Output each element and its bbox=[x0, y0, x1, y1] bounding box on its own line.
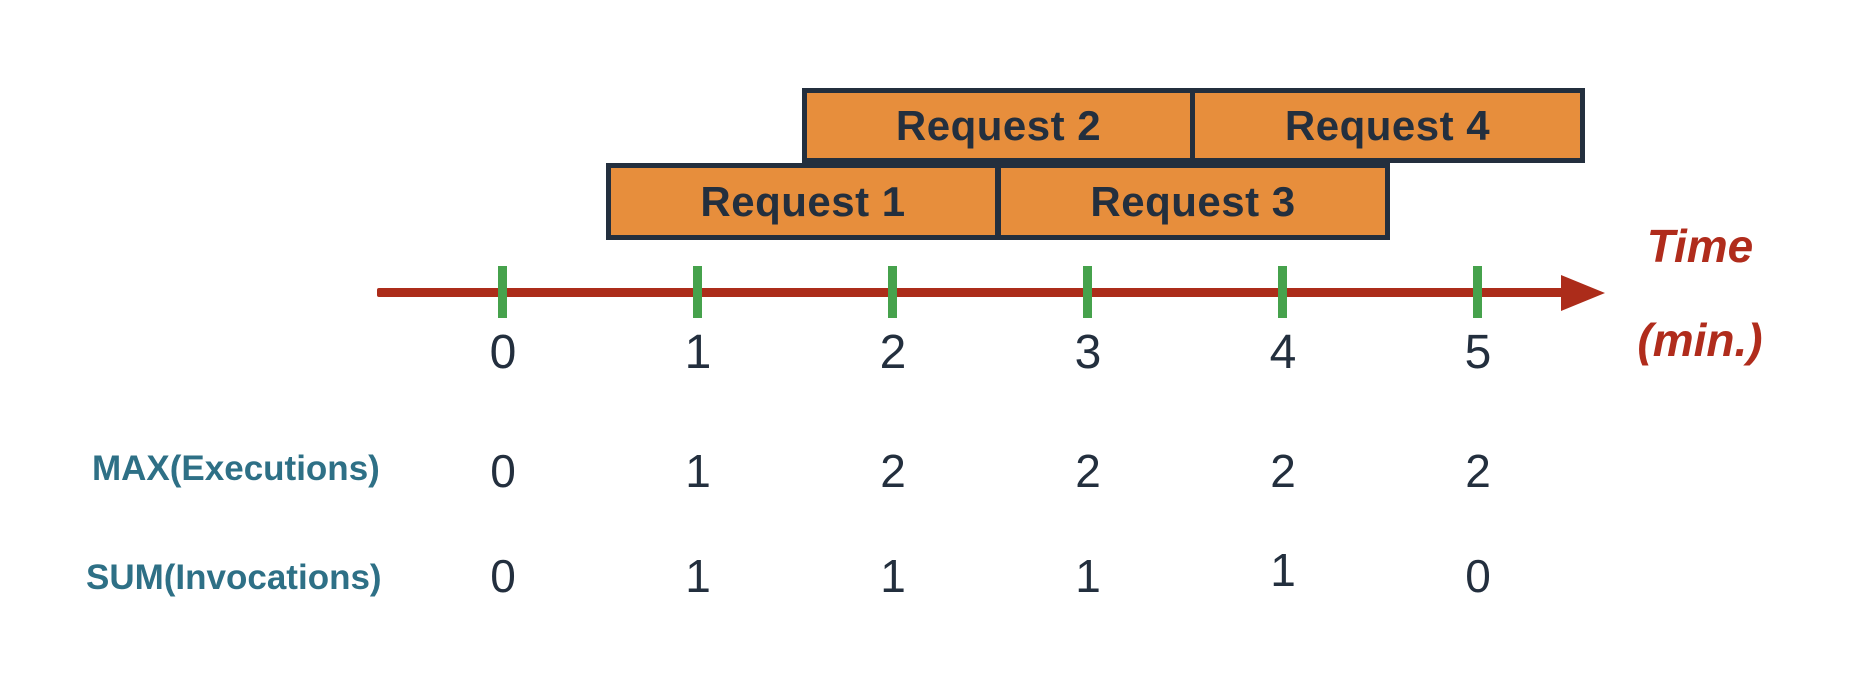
request-4-bar: Request 4 bbox=[1190, 88, 1585, 163]
sum-invocations-value-5: 0 bbox=[1465, 550, 1491, 602]
max-executions-value-4: 2 bbox=[1270, 445, 1296, 497]
tick-mark-0 bbox=[498, 266, 507, 318]
request-3-label: Request 3 bbox=[1090, 177, 1296, 225]
request-2-label: Request 2 bbox=[895, 101, 1102, 149]
max-executions-value-2: 2 bbox=[880, 445, 906, 497]
sum-invocations-value-2: 1 bbox=[880, 550, 906, 602]
sum-invocations-label: SUM(Invocations) bbox=[86, 558, 382, 597]
max-executions-value-1: 1 bbox=[685, 445, 711, 497]
request-1-label: Request 1 bbox=[700, 177, 906, 225]
request-3-bar: Request 3 bbox=[996, 163, 1390, 240]
tick-mark-5 bbox=[1473, 266, 1482, 318]
time-axis-unit: (min.) bbox=[1637, 314, 1763, 366]
time-axis-arrowhead-icon bbox=[1561, 275, 1605, 311]
sum-invocations-value-3: 1 bbox=[1075, 550, 1101, 602]
sum-invocations-value-1: 1 bbox=[685, 550, 711, 602]
sum-invocations-value-4: 1 bbox=[1270, 544, 1296, 596]
tick-mark-3 bbox=[1083, 266, 1092, 318]
request-2-bar: Request 2 bbox=[802, 88, 1195, 163]
tick-mark-1 bbox=[693, 266, 702, 318]
axis-tick-label-0: 0 bbox=[489, 326, 517, 379]
time-axis-line bbox=[377, 288, 1567, 297]
axis-tick-label-3: 3 bbox=[1074, 326, 1102, 379]
request-1-bar: Request 1 bbox=[606, 163, 1000, 240]
axis-tick-label-2: 2 bbox=[879, 326, 907, 379]
axis-tick-label-1: 1 bbox=[684, 326, 712, 379]
max-executions-label: MAX(Executions) bbox=[92, 449, 380, 488]
request-4-label: Request 4 bbox=[1284, 101, 1491, 149]
axis-tick-label-4: 4 bbox=[1269, 326, 1297, 379]
max-executions-value-5: 2 bbox=[1465, 445, 1491, 497]
max-executions-value-0: 0 bbox=[490, 445, 516, 497]
sum-invocations-value-0: 0 bbox=[490, 550, 516, 602]
tick-mark-4 bbox=[1278, 266, 1287, 318]
axis-tick-label-5: 5 bbox=[1464, 326, 1492, 379]
time-axis-title: Time bbox=[1646, 220, 1754, 272]
max-executions-value-3: 2 bbox=[1075, 445, 1101, 497]
tick-mark-2 bbox=[888, 266, 897, 318]
